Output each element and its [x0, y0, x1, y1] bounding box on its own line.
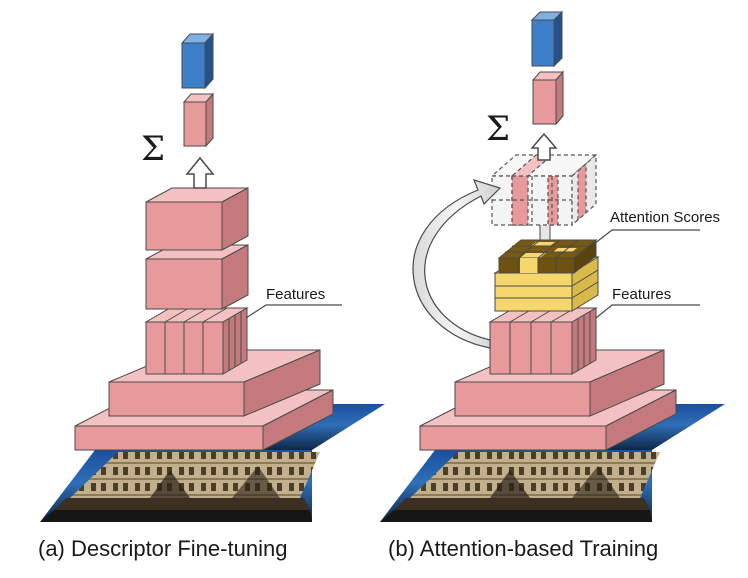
- pooled-vector-a: [182, 92, 215, 148]
- up-arrow-a: [185, 156, 215, 189]
- features-block-a: [144, 307, 249, 375]
- weighted-features-box: [490, 153, 598, 227]
- features-label-a: Features: [266, 286, 325, 303]
- conv-layer-a3: [145, 244, 249, 310]
- sum-symbol-a: Σ: [141, 129, 165, 169]
- pooled-vector-b: [531, 70, 565, 126]
- features-pointer-b: [595, 304, 700, 319]
- curved-arrow: [412, 179, 502, 349]
- caption-b: (b) Attention-based Training: [388, 536, 659, 561]
- output-descriptor-a: [180, 32, 215, 90]
- attention-scores-pointer: [593, 229, 700, 245]
- output-descriptor-b: [530, 10, 564, 68]
- caption-a: (a) Descriptor Fine-tuning: [38, 536, 288, 561]
- attention-scores-label: Attention Scores: [610, 209, 720, 226]
- features-label-b: Features: [612, 286, 671, 303]
- features-block-b: [488, 307, 598, 375]
- panel-b: Σ Attention Scores Features: [380, 10, 725, 522]
- sum-symbol-b: Σ: [486, 109, 510, 149]
- attention-scores-grid: [497, 238, 598, 275]
- up-arrow-b: [530, 132, 558, 161]
- conv-layer-a4: [145, 187, 249, 251]
- features-pointer-a: [245, 304, 342, 319]
- panel-a: Σ Features: [40, 32, 385, 522]
